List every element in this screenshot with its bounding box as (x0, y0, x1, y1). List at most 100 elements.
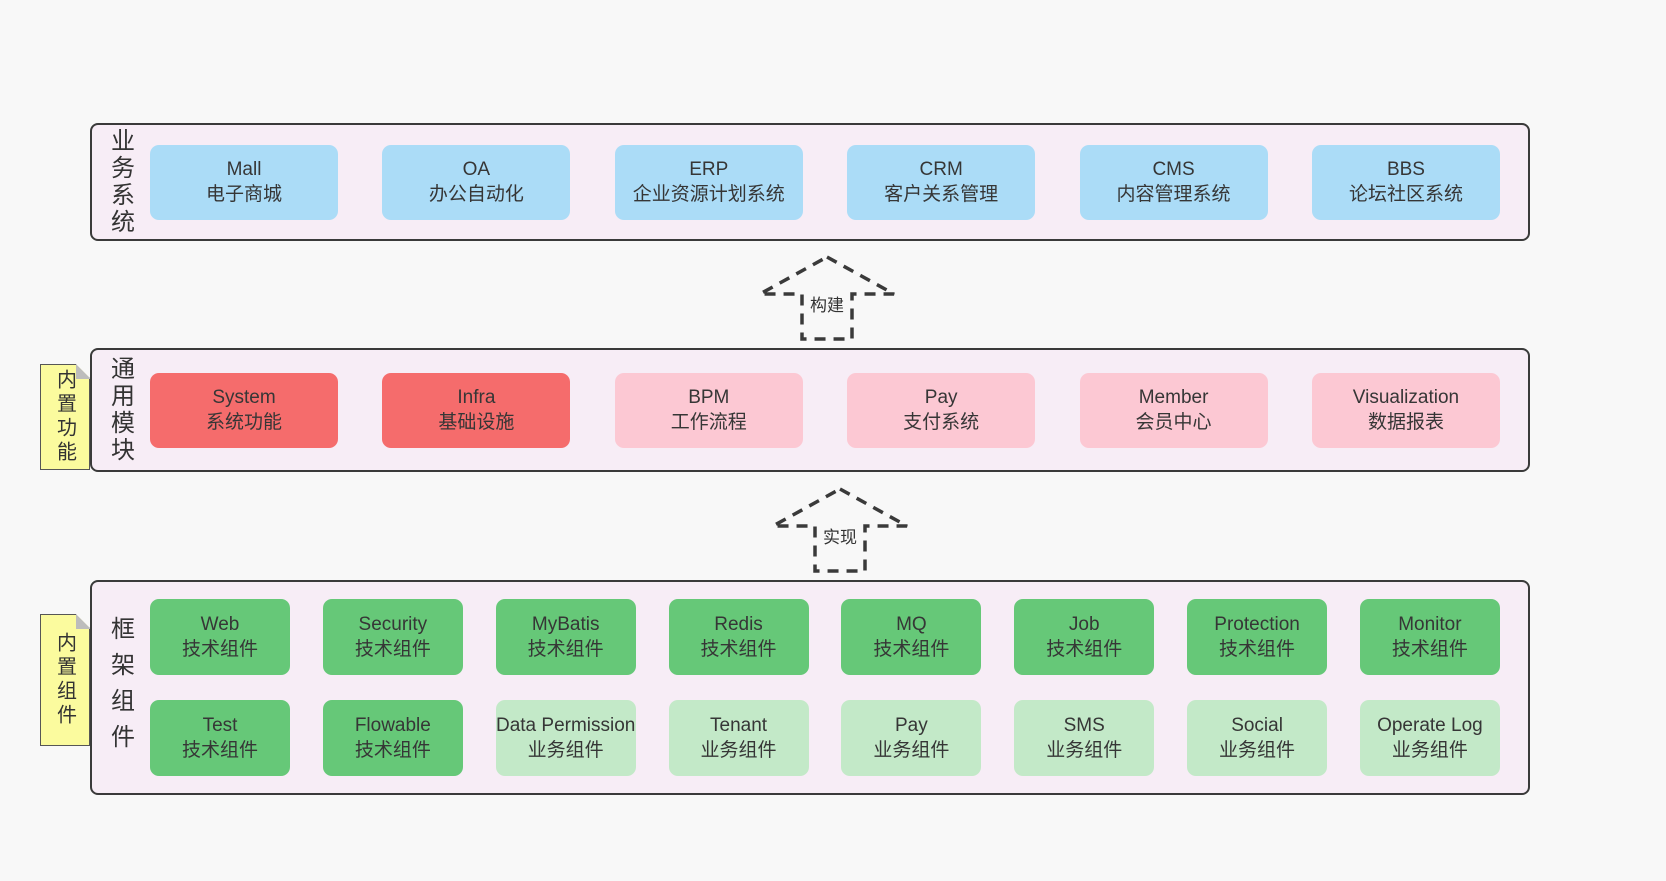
band-business-systems-boxes: Mall 电子商城 OA 办公自动化 ERP 企业资源计划系统 CRM 客户关系… (150, 144, 1500, 220)
box-tenant-title: Tenant (710, 714, 768, 736)
box-operate-log-subtitle: 业务组件 (1391, 740, 1468, 761)
box-mall-subtitle: 电子商城 (205, 184, 282, 205)
box-mq-subtitle: 技术组件 (873, 639, 950, 660)
box-erp-subtitle: 企业资源计划系统 (632, 184, 785, 205)
box-data-permission-title: Data Permission (495, 714, 636, 736)
box-monitor: Monitor 技术组件 (1359, 599, 1500, 675)
box-mall-title: Mall (226, 158, 262, 180)
box-erp-title: ERP (689, 158, 729, 180)
box-test: Test 技术组件 (150, 700, 290, 776)
box-tenant-subtitle: 业务组件 (700, 740, 777, 761)
sticky-built-in-features-label: 内置功能 (53, 369, 76, 465)
folded-corner-icon (75, 363, 91, 379)
box-mall: Mall 电子商城 (150, 144, 338, 220)
box-oa: OA 办公自动化 (382, 144, 571, 220)
box-pay-module-title: Pay (924, 386, 958, 408)
band-business-systems-label: 业务系统 (106, 128, 134, 236)
build-arrow-label: 构建 (807, 290, 847, 317)
box-protection: Protection 技术组件 (1187, 599, 1328, 675)
box-job: Job 技术组件 (1014, 599, 1155, 675)
sticky-built-in-components: 内置组件 (40, 613, 91, 746)
box-oa-title: OA (462, 158, 491, 180)
box-operate-log: Operate Log 业务组件 (1359, 700, 1500, 776)
box-cms: CMS 内容管理系统 (1079, 144, 1268, 220)
box-system: System 系统功能 (150, 372, 338, 448)
framework-components-row-2: Test 技术组件 Flowable 技术组件 Data Permission … (150, 700, 1500, 776)
box-protection-title: Protection (1214, 613, 1300, 635)
up-arrow-icon (759, 255, 895, 341)
box-bpm-title: BPM (688, 386, 730, 408)
box-flowable-subtitle: 技术组件 (354, 740, 431, 761)
box-sms: SMS 业务组件 (1014, 700, 1155, 776)
box-test-subtitle: 技术组件 (181, 740, 258, 761)
box-social-subtitle: 业务组件 (1219, 740, 1296, 761)
box-pay-module-subtitle: 支付系统 (903, 412, 980, 433)
box-monitor-title: Monitor (1398, 613, 1462, 635)
box-bbs-subtitle: 论坛社区系统 (1348, 184, 1463, 205)
band-business-systems: 业务系统 Mall 电子商城 OA 办公自动化 ERP 企业资源计划系统 CRM… (90, 123, 1530, 241)
box-job-title: Job (1068, 613, 1100, 635)
box-pay-module: Pay 支付系统 (847, 372, 1036, 448)
up-arrow-icon (772, 487, 908, 573)
box-monitor-subtitle: 技术组件 (1391, 639, 1468, 660)
box-security-subtitle: 技术组件 (354, 639, 431, 660)
box-infra: Infra 基础设施 (382, 372, 571, 448)
box-sms-title: SMS (1063, 714, 1105, 736)
box-redis-subtitle: 技术组件 (700, 639, 777, 660)
box-mq-title: MQ (896, 613, 927, 635)
box-bpm: BPM 工作流程 (614, 372, 803, 448)
box-security: Security 技术组件 (322, 599, 463, 675)
box-visualization-title: Visualization (1352, 386, 1460, 408)
box-infra-subtitle: 基础设施 (438, 412, 515, 433)
box-flowable: Flowable 技术组件 (322, 700, 463, 776)
box-redis: Redis 技术组件 (668, 599, 809, 675)
box-security-title: Security (358, 613, 428, 635)
framework-components-row-1: Web 技术组件 Security 技术组件 MyBatis 技术组件 Redi… (150, 599, 1500, 675)
sticky-built-in-components-label: 内置组件 (53, 632, 76, 728)
box-social-title: Social (1231, 714, 1283, 736)
implement-arrow-label: 实现 (820, 522, 860, 549)
box-crm: CRM 客户关系管理 (847, 144, 1036, 220)
box-test-title: Test (202, 714, 238, 736)
box-visualization-subtitle: 数据报表 (1367, 412, 1444, 433)
box-web: Web 技术组件 (150, 599, 290, 675)
box-bpm-subtitle: 工作流程 (670, 412, 747, 433)
box-member-subtitle: 会员中心 (1135, 412, 1212, 433)
sticky-built-in-features: 内置功能 (40, 363, 91, 470)
box-bbs: BBS 论坛社区系统 (1311, 144, 1500, 220)
box-job-subtitle: 技术组件 (1046, 639, 1123, 660)
box-crm-subtitle: 客户关系管理 (884, 184, 999, 205)
box-crm-title: CRM (919, 158, 963, 180)
box-system-subtitle: 系统功能 (205, 412, 282, 433)
box-redis-title: Redis (714, 613, 763, 635)
box-social: Social 业务组件 (1187, 700, 1328, 776)
box-system-title: System (212, 386, 276, 408)
box-member-title: Member (1138, 386, 1209, 408)
box-protection-subtitle: 技术组件 (1219, 639, 1296, 660)
box-data-permission: Data Permission 业务组件 (495, 700, 636, 776)
box-pay-component-subtitle: 业务组件 (873, 740, 950, 761)
box-member: Member 会员中心 (1079, 372, 1268, 448)
box-mybatis-title: MyBatis (531, 613, 600, 635)
box-pay-component: Pay 业务组件 (841, 700, 982, 776)
box-erp: ERP 企业资源计划系统 (614, 144, 803, 220)
box-cms-subtitle: 内容管理系统 (1116, 184, 1231, 205)
box-infra-title: Infra (457, 386, 496, 408)
band-common-modules-boxes: System 系统功能 Infra 基础设施 BPM 工作流程 Pay 支付系统… (150, 372, 1500, 448)
box-web-subtitle: 技术组件 (181, 639, 258, 660)
box-mybatis: MyBatis 技术组件 (495, 599, 636, 675)
box-operate-log-title: Operate Log (1377, 714, 1483, 736)
band-framework-components: 框架组件 Web 技术组件 Security 技术组件 MyBatis 技术组件… (90, 580, 1530, 795)
box-bbs-title: BBS (1386, 158, 1425, 180)
box-pay-component-title: Pay (895, 714, 928, 736)
band-common-modules: 通用模块 System 系统功能 Infra 基础设施 BPM 工作流程 Pay… (90, 348, 1530, 472)
box-flowable-title: Flowable (354, 714, 431, 736)
implement-arrow: 实现 (770, 486, 910, 574)
band-framework-components-rows: Web 技术组件 Security 技术组件 MyBatis 技术组件 Redi… (92, 599, 1528, 776)
box-mq: MQ 技术组件 (841, 599, 982, 675)
box-visualization: Visualization 数据报表 (1311, 372, 1500, 448)
build-arrow: 构建 (757, 254, 897, 342)
box-mybatis-subtitle: 技术组件 (527, 639, 604, 660)
box-web-title: Web (200, 613, 240, 635)
band-common-modules-label: 通用模块 (106, 356, 134, 464)
